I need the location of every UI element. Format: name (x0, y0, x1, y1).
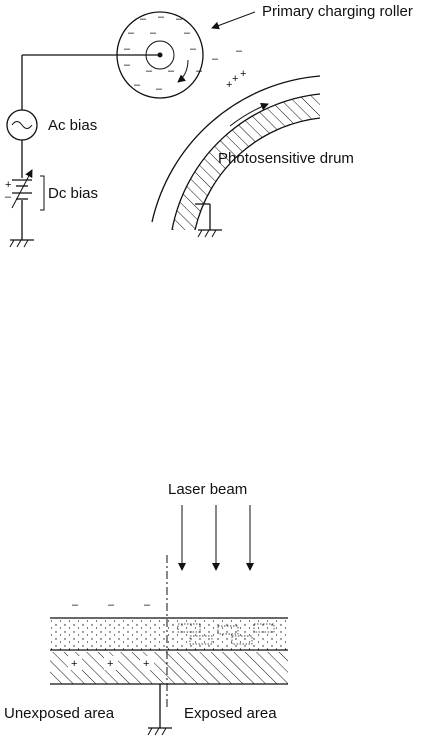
svg-text:–: – (128, 27, 135, 39)
svg-text:–: – (140, 13, 147, 25)
svg-text:+: + (232, 73, 238, 85)
svg-text:+: + (5, 179, 11, 191)
unexposed-area-label: Unexposed area (4, 705, 115, 722)
svg-text:–: – (134, 79, 141, 91)
ac-bias-label: Ac bias (48, 117, 97, 134)
exposure-diagram: Laser beam – – – + + + (4, 481, 288, 736)
roller-rotation-arrow (177, 59, 189, 83)
charging-diagram: + + + – – – – – – – – – – (5, 3, 413, 248)
svg-text:–: – (124, 43, 131, 55)
svg-text:–: – (146, 65, 153, 77)
svg-text:+: + (107, 658, 113, 670)
exposed-area-label: Exposed area (184, 705, 277, 722)
ground-symbol-bottom (147, 727, 172, 736)
svg-text:–: – (236, 45, 243, 57)
photoconductive-layer (50, 618, 288, 650)
svg-text:–: – (212, 53, 219, 65)
exposed-carriers (177, 623, 275, 645)
svg-text:+: + (143, 658, 149, 670)
drum-rotation-arrow (229, 102, 269, 127)
primary-charging-roller: – – – – – – – – – – – – – (116, 11, 204, 99)
svg-text:–: – (168, 65, 175, 77)
drum-label: Photosensitive drum (218, 150, 354, 167)
laser-beam-arrows (178, 505, 254, 571)
roller-leader (211, 11, 256, 30)
laser-label: Laser beam (168, 481, 247, 498)
photosensitive-drum: + + + – – – (151, 45, 321, 231)
svg-text:–: – (176, 13, 183, 25)
svg-text:–: – (190, 43, 197, 55)
ground-symbol-left (9, 239, 34, 248)
svg-text:–: – (72, 599, 79, 611)
substrate-charges: + + + (68, 656, 154, 670)
svg-text:–: – (184, 27, 191, 39)
roller-charges: – – – – – – – – – – – – – (124, 11, 197, 95)
surface-charges: – – – (72, 599, 151, 611)
svg-text:–: – (150, 27, 157, 39)
ground-symbol-drum (197, 229, 222, 238)
svg-text:–: – (158, 11, 165, 23)
svg-text:–: – (108, 599, 115, 611)
dc-bias-source: + – (5, 169, 45, 211)
ac-bias-source (6, 109, 38, 141)
dc-bias-label: Dc bias (48, 185, 98, 202)
svg-text:–: – (124, 59, 131, 71)
conductive-substrate (50, 652, 288, 684)
svg-text:+: + (240, 68, 246, 80)
svg-text:–: – (156, 83, 163, 95)
svg-text:–: – (144, 599, 151, 611)
svg-text:–: – (5, 191, 12, 203)
svg-text:+: + (226, 79, 232, 91)
svg-text:+: + (71, 658, 77, 670)
drum-surface-charges: + + + (226, 68, 246, 91)
roller-label: Primary charging roller (262, 3, 413, 20)
